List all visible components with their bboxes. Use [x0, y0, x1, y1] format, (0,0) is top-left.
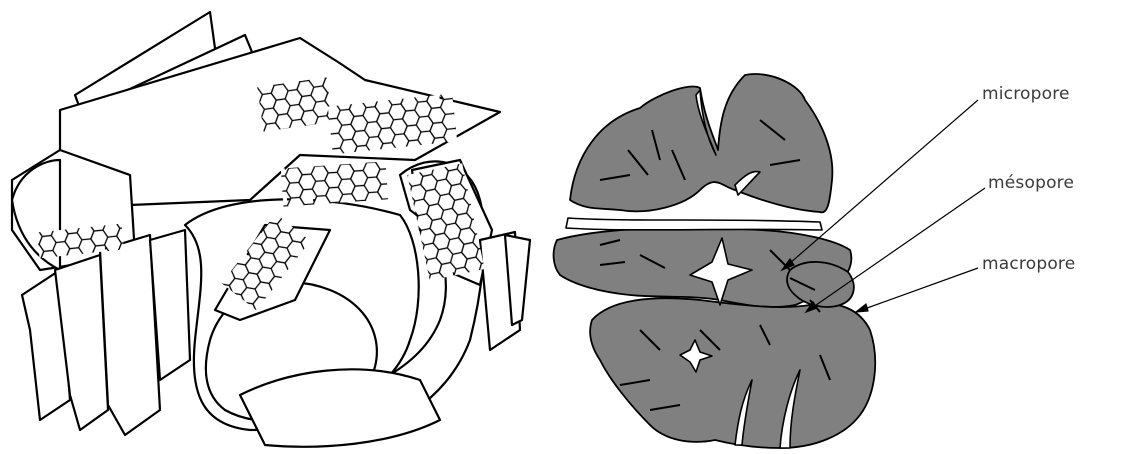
- hex-patch-mid: [281, 161, 388, 206]
- micropore-label: micropore: [982, 84, 1070, 104]
- arrow-macropore: [856, 268, 978, 312]
- grain-lower-lobe: [590, 298, 875, 448]
- grain-upper-lobe: [570, 74, 832, 212]
- mesopore-label: mésopore: [988, 173, 1074, 193]
- macropore-label: macropore: [982, 254, 1075, 274]
- macropore-gap: [566, 218, 822, 230]
- hex-patch-right: [407, 163, 484, 280]
